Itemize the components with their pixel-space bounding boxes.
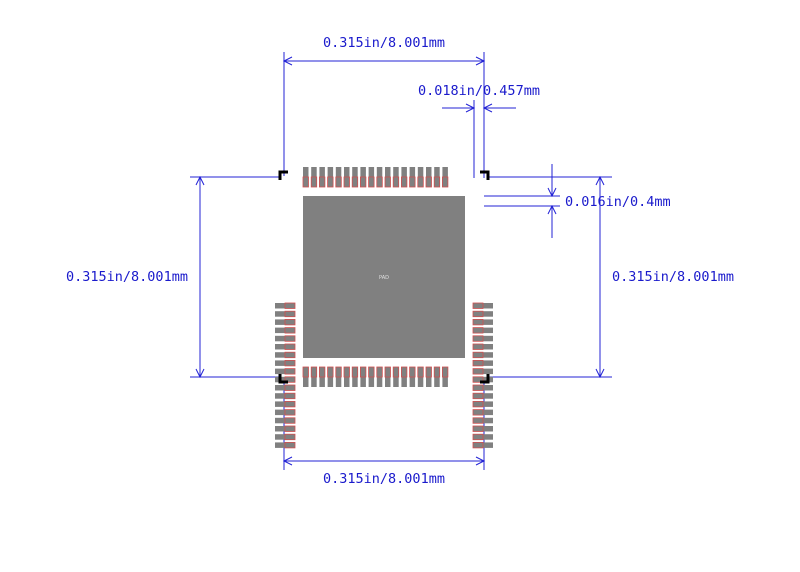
pin-top-outline [302,176,309,188]
pin-bottom-outline [384,366,391,378]
pin-right-outline [472,425,484,432]
pin-bottom-outline [376,366,383,378]
pin-left-outline [284,302,296,309]
pin-bottom-outline [417,366,424,378]
pin-right-outline [472,409,484,416]
pin-top-outline [359,176,367,188]
pin-left-outline [284,400,296,408]
pin-right-outline [472,343,484,350]
pin-bottom-outline [433,366,441,378]
pin-top-outline [417,176,424,188]
pin-right-outline [472,376,484,383]
pin-bottom-outline [441,366,449,378]
pin-top-outline [384,176,391,188]
corner-mark-bottom-left [278,374,288,384]
pin-right-outline [472,433,484,441]
pin-right-outline [472,368,484,375]
dimension-bottom-width: 0.315in/8.001mm [282,456,486,487]
dimension-pad-width-label: 0.018in/0.457mm [418,83,540,99]
pin-top-outline [425,176,432,188]
dimension-left-height: 0.315in/8.001mm [66,175,205,379]
pin-left-outline [284,368,296,375]
pin-bottom-outline [302,366,309,378]
pin-left-outline [284,433,296,441]
pin-bottom-outline [351,366,359,378]
pin-bottom-outline [327,366,334,378]
pin-top-outline [310,176,318,188]
pin-left-outline [284,318,296,326]
dimension-pad-width: 0.018in/0.457mm [418,83,540,113]
pin-bottom-outline [318,366,326,378]
pin-top-outline [409,176,416,188]
pin-right-outline [472,318,484,326]
pin-top-outline [400,176,408,188]
pin-bottom-outline [425,366,432,378]
pins-bottom [302,366,449,387]
pin-top-outline [368,176,375,188]
pin-top-outline [335,176,342,188]
thermal-pad-label: PAD [379,275,389,281]
pin-top-outline [392,176,400,188]
pin-left-outline [284,359,296,367]
pin-top-outline [318,176,326,188]
pin-top-outline [441,176,449,188]
thermal-pad [303,196,465,358]
pin-right-outline [472,335,484,342]
pin-left-outline [284,384,296,391]
pin-left-outline [284,310,296,318]
pin-right-outline [472,384,484,391]
pin-left-outline [284,376,296,383]
pins-top [302,167,449,188]
pin-bottom-outline [335,366,342,378]
pin-right-outline [472,441,484,449]
pin-left-outline [284,409,296,416]
corner-marks [278,170,490,384]
pin-left-outline [284,327,296,334]
pins-left [275,302,296,449]
pin-right-outline [472,310,484,318]
pin-right-outline [472,417,484,424]
pin-left-outline [284,417,296,424]
dimension-left-height-label: 0.315in/8.001mm [66,269,188,285]
pin-right-outline [472,392,484,400]
pin-left-outline [284,351,296,359]
pin-right-outline [472,359,484,367]
pin-bottom-outline [368,366,375,378]
corner-mark-top-right [480,170,490,180]
dimension-pad-pitch: 0.016in/0.4mm [547,164,671,238]
dimension-bottom-width-label: 0.315in/8.001mm [323,471,445,487]
dimension-pad-pitch-label: 0.016in/0.4mm [565,194,671,210]
pin-bottom-outline [400,366,408,378]
pin-right-outline [472,400,484,408]
pin-left-outline [284,335,296,342]
dimension-top-width: 0.315in/8.001mm [282,35,486,66]
pin-bottom-outline [392,366,400,378]
pin-top-outline [351,176,359,188]
pin-top-outline [327,176,334,188]
corner-mark-bottom-right [480,374,490,384]
dimension-right-height: 0.315in/8.001mm [595,175,734,379]
qfn-footprint: PAD [275,167,493,449]
pin-right-outline [472,327,484,334]
corner-mark-top-left [278,170,288,180]
pin-bottom-outline [359,366,367,378]
pin-left-outline [284,343,296,350]
pin-left-outline [284,441,296,449]
pin-bottom-outline [310,366,318,378]
pin-bottom-outline [343,366,350,378]
pins-right [472,302,493,449]
pin-left-outline [284,392,296,400]
pin-top-outline [433,176,441,188]
dimension-right-height-label: 0.315in/8.001mm [612,269,734,285]
pin-right-outline [472,351,484,359]
pin-right-outline [472,302,484,309]
pin-top-outline [343,176,350,188]
dimension-top-width-label: 0.315in/8.001mm [323,35,445,51]
pin-top-outline [376,176,383,188]
pin-left-outline [284,425,296,432]
pin-bottom-outline [409,366,416,378]
